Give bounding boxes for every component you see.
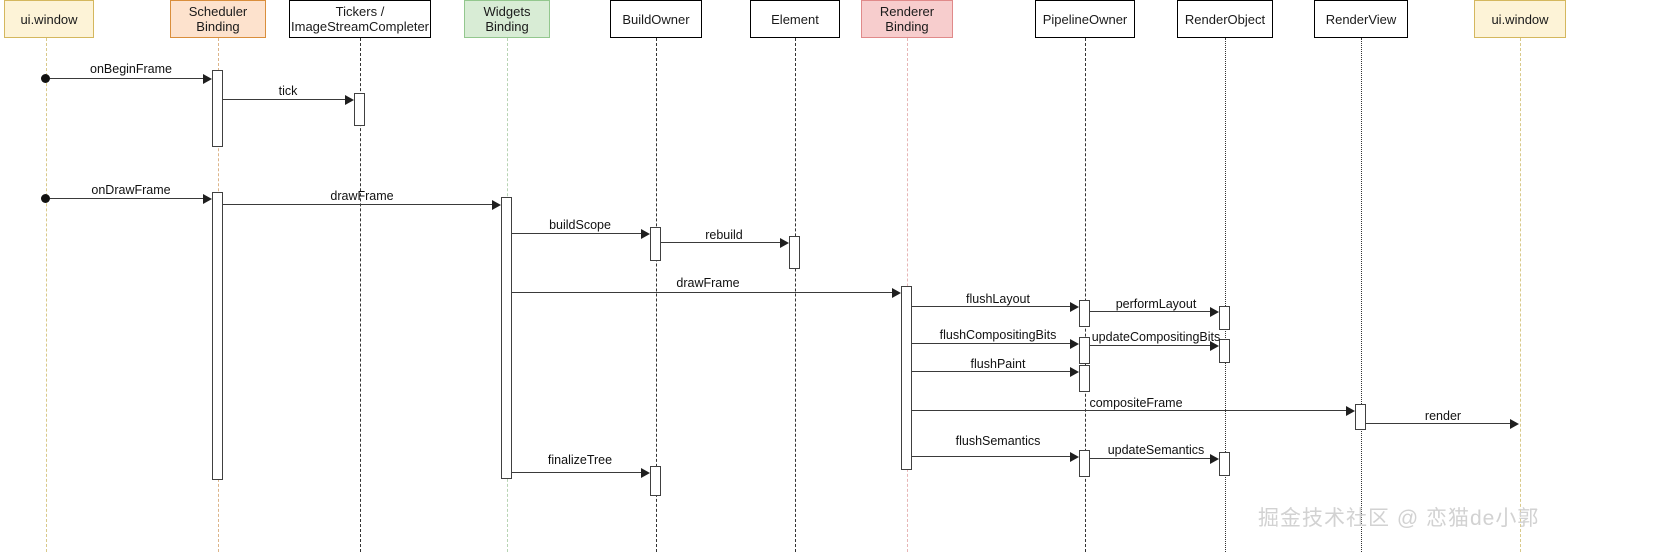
- participant-pipelineowner[interactable]: PipelineOwner: [1035, 0, 1135, 38]
- msg-ondrawframe-arrowhead: [203, 193, 212, 204]
- msg-rebuild-line: [661, 242, 781, 243]
- msg-buildscope-label: buildScope: [549, 218, 611, 232]
- msg-flushcompositingbits-arrowhead: [1070, 338, 1079, 349]
- participant-buildowner[interactable]: BuildOwner: [610, 0, 702, 38]
- msg-flushsemantics-line: [912, 456, 1071, 457]
- participant-element[interactable]: Element: [750, 0, 840, 38]
- msg-drawframe-widgets-line: [223, 204, 493, 205]
- lifeline-buildowner: [656, 38, 657, 552]
- participant-scheduler[interactable]: Scheduler Binding: [170, 0, 266, 38]
- msg-flushsemantics-label: flushSemantics: [955, 434, 1041, 448]
- msg-updatesemantics-label: updateSemantics: [1107, 443, 1205, 457]
- msg-buildscope-arrowhead: [641, 228, 650, 239]
- msg-render-arrowhead: [1510, 418, 1519, 429]
- msg-finalizetree-arrowhead: [641, 467, 650, 478]
- msg-flushsemantics-arrowhead: [1070, 451, 1079, 462]
- msg-finalizetree-line: [512, 472, 642, 473]
- lifeline-uiwindow-right: [1520, 38, 1521, 552]
- msg-ondrawframe-line: [50, 198, 204, 199]
- activation-bar: [354, 93, 365, 126]
- lifeline-tickers: [360, 38, 361, 552]
- msg-tick-arrowhead: [345, 94, 354, 105]
- activation-bar: [501, 197, 512, 479]
- msg-drawframe-widgets-arrowhead: [492, 199, 501, 210]
- msg-flushpaint-line: [912, 371, 1071, 372]
- activation-bar: [1219, 306, 1230, 330]
- activation-bar: [1079, 365, 1090, 392]
- msg-flushlayout-line: [912, 306, 1071, 307]
- msg-flushcompositingbits-line: [912, 343, 1071, 344]
- msg-ondrawframe-label: onDrawFrame: [91, 183, 171, 197]
- activation-bar: [1355, 404, 1366, 430]
- activation-bar: [901, 286, 912, 470]
- msg-performlayout-line: [1090, 311, 1211, 312]
- msg-flushpaint-arrowhead: [1070, 366, 1079, 377]
- msg-finalizetree-label: finalizeTree: [547, 453, 613, 467]
- msg-rebuild-arrowhead: [780, 237, 789, 248]
- lifeline-pipelineowner: [1085, 38, 1086, 552]
- msg-compositeframe-label: compositeFrame: [1089, 396, 1183, 410]
- msg-compositeframe-line: [912, 410, 1347, 411]
- dot-ondrawframe: [41, 194, 50, 203]
- watermark: 掘金技术社区 @ 恋猫de小郭: [1258, 507, 1540, 530]
- msg-onbeginframe-line: [50, 78, 204, 79]
- participant-tickers[interactable]: Tickers / ImageStreamCompleter: [289, 0, 431, 38]
- msg-performlayout-arrowhead: [1210, 306, 1219, 317]
- lifeline-renderobject: [1225, 38, 1226, 552]
- msg-drawframe-renderer-line: [512, 292, 893, 293]
- msg-flushlayout-label: flushLayout: [966, 292, 1030, 306]
- msg-tick-label: tick: [278, 84, 298, 98]
- participant-widgets[interactable]: Widgets Binding: [464, 0, 550, 38]
- activation-bar: [1219, 339, 1230, 363]
- lifeline-element: [795, 38, 796, 552]
- msg-updatecompositingbits-arrowhead: [1210, 340, 1219, 351]
- msg-drawframe-renderer-label: drawFrame: [676, 276, 740, 290]
- msg-rebuild-label: rebuild: [705, 228, 743, 242]
- participant-uiwindow-left[interactable]: ui.window: [4, 0, 94, 38]
- dot-onbeginframe: [41, 74, 50, 83]
- participant-renderobject[interactable]: RenderObject: [1177, 0, 1273, 38]
- msg-flushpaint-label: flushPaint: [970, 357, 1026, 371]
- msg-render-label: render: [1424, 409, 1462, 423]
- activation-bar: [650, 227, 661, 261]
- msg-buildscope-line: [512, 233, 642, 234]
- msg-updatesemantics-arrowhead: [1210, 453, 1219, 464]
- msg-onbeginframe-label: onBeginFrame: [90, 62, 172, 76]
- activation-bar: [1079, 300, 1090, 327]
- msg-compositeframe-arrowhead: [1346, 405, 1355, 416]
- participant-renderer[interactable]: Renderer Binding: [861, 0, 953, 38]
- activation-bar: [650, 466, 661, 496]
- activation-bar: [1219, 452, 1230, 476]
- lifeline-renderview: [1361, 38, 1362, 552]
- activation-bar: [1079, 450, 1090, 477]
- activation-bar: [212, 192, 223, 480]
- msg-drawframe-renderer-arrowhead: [892, 287, 901, 298]
- msg-render-line: [1366, 423, 1511, 424]
- activation-bar: [1079, 337, 1090, 364]
- msg-drawframe-widgets-label: drawFrame: [330, 189, 394, 203]
- msg-tick-line: [223, 99, 346, 100]
- activation-bar: [789, 236, 800, 269]
- msg-onbeginframe-arrowhead: [203, 73, 212, 84]
- msg-performlayout-label: performLayout: [1115, 297, 1197, 311]
- msg-updatecompositingbits-label: updateCompositingBits: [1091, 330, 1221, 344]
- msg-updatecompositingbits-line: [1090, 345, 1211, 346]
- msg-updatesemantics-line: [1090, 458, 1211, 459]
- lifeline-uiwindow-left: [46, 38, 47, 552]
- activation-bar: [212, 70, 223, 147]
- participant-renderview[interactable]: RenderView: [1314, 0, 1408, 38]
- participant-uiwindow-right[interactable]: ui.window: [1474, 0, 1566, 38]
- msg-flushcompositingbits-label: flushCompositingBits: [939, 328, 1057, 342]
- msg-flushlayout-arrowhead: [1070, 301, 1079, 312]
